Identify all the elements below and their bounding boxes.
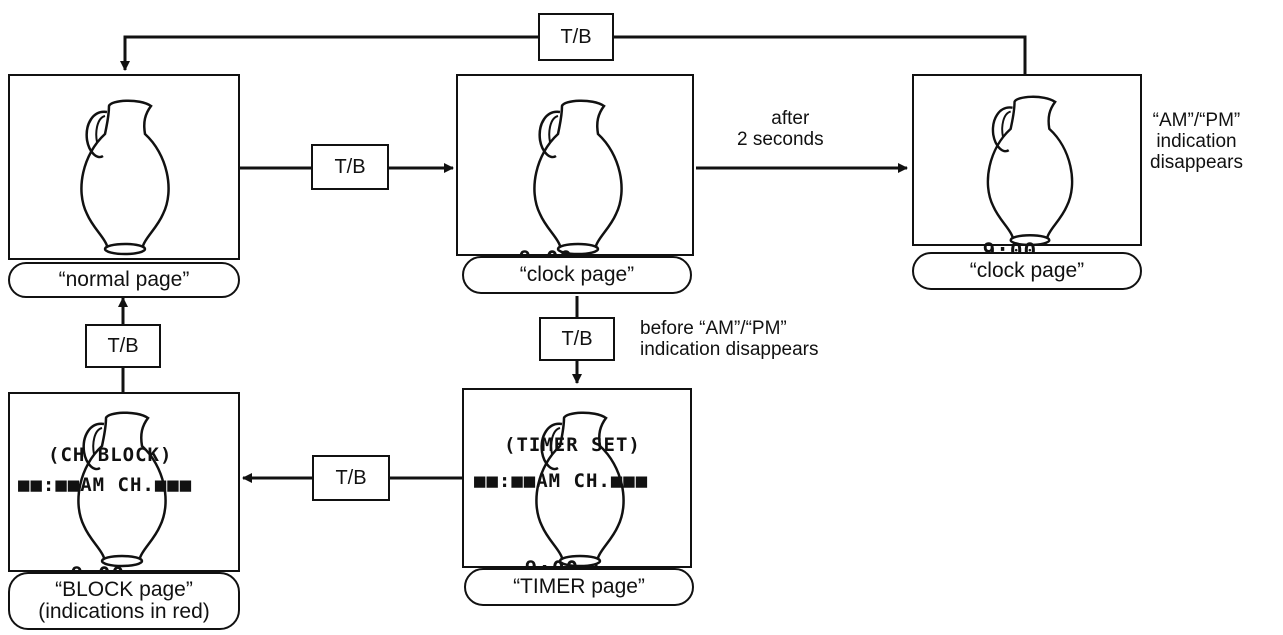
clock-page-no-ampm-screen: 9:00 xyxy=(912,74,1142,263)
after-note-line2: 2 seconds xyxy=(737,129,824,150)
block-page-screen: (CH BLOCK) ■■:■■AM CH.■■■ 9:00AM xyxy=(8,392,240,587)
ampm-note-line2: indication xyxy=(1156,131,1237,152)
tb-button-normal-to-clock: T/B xyxy=(311,144,389,190)
before-note-line1: before “AM”/“PM” xyxy=(640,318,787,339)
timer-title: (TIMER SET) xyxy=(504,434,641,456)
timer-page-screen: (TIMER SET) ■■:■■AM CH.■■■ 9:00AM xyxy=(462,388,692,581)
normal-page-screen xyxy=(8,74,240,260)
after-2-seconds-note: after 2 seconds xyxy=(737,108,824,150)
clock-page-label-text: “clock page” xyxy=(519,263,635,286)
clock-page-screen: 9:00AM xyxy=(456,74,694,271)
timer-page-label: “TIMER page” xyxy=(464,568,694,606)
block-title: (CH BLOCK) xyxy=(48,444,173,466)
tb-button-top: T/B xyxy=(538,13,614,61)
timer-page-label-text: “TIMER page” xyxy=(513,575,645,598)
jug-picture xyxy=(80,99,170,256)
normal-page-label-text: “normal page” xyxy=(58,268,190,291)
clock-page-no-ampm-label-text: “clock page” xyxy=(969,259,1085,282)
timer-set-line: ■■:■■AM CH.■■■ xyxy=(474,470,649,492)
ampm-note-line1: “AM”/“PM” xyxy=(1152,110,1241,131)
block-page-label: “BLOCK page” (indications in red) xyxy=(8,572,240,630)
tb-button-clock-to-timer: T/B xyxy=(539,317,615,361)
ampm-disappears-note: “AM”/“PM” indication disappears xyxy=(1150,110,1243,173)
tb-button-block-to-normal: T/B xyxy=(85,324,161,368)
before-ampm-note: before “AM”/“PM” indication disappears xyxy=(640,318,819,360)
block-page-label-line1: “BLOCK page” xyxy=(55,578,193,601)
ampm-note-line3: disappears xyxy=(1150,152,1243,173)
block-set-line: ■■:■■AM CH.■■■ xyxy=(18,474,193,496)
clock-page-label: “clock page” xyxy=(462,256,692,294)
after-note-line1: after xyxy=(771,108,810,129)
normal-page-label: “normal page” xyxy=(8,262,240,298)
clock-page-no-ampm-label: “clock page” xyxy=(912,252,1142,290)
before-note-line2: indication disappears xyxy=(640,339,819,360)
tb-button-timer-to-block: T/B xyxy=(312,455,390,501)
block-page-label-line2: (indications in red) xyxy=(38,600,210,623)
